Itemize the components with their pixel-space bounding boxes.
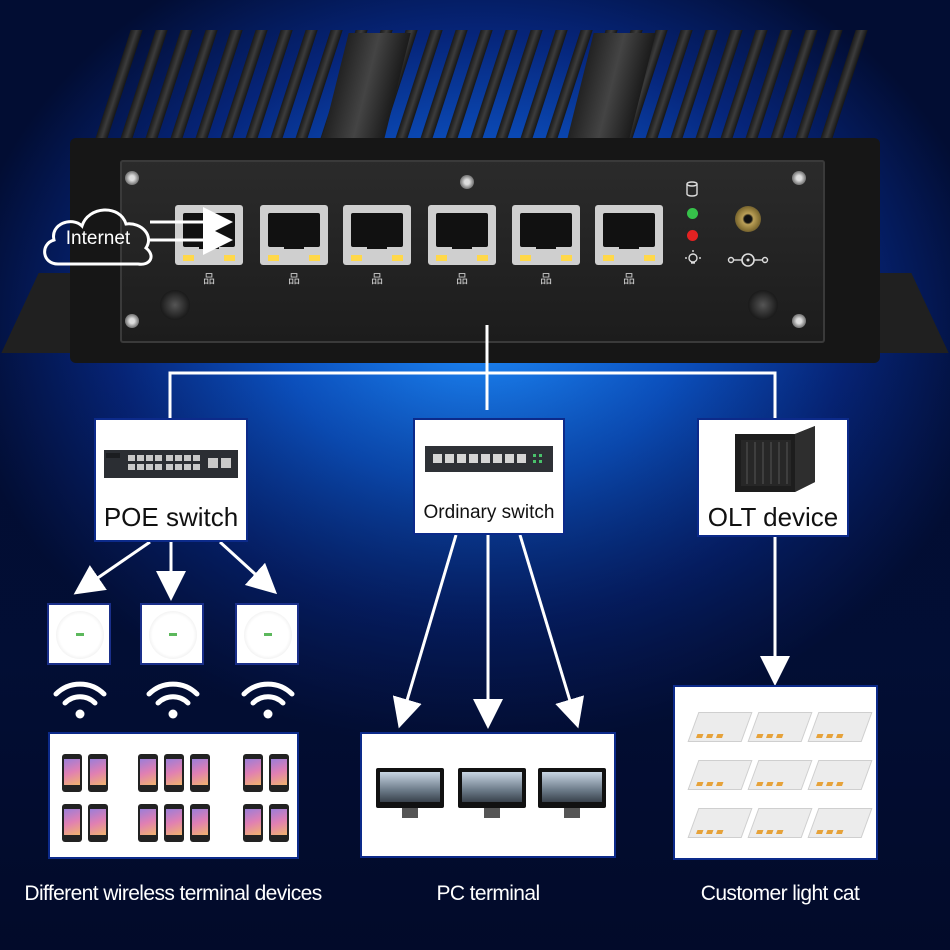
status-led-red (687, 230, 698, 241)
monitor-icon (538, 768, 606, 818)
pc-terminal-box (360, 732, 616, 858)
olt-device-box: OLT device (697, 418, 849, 537)
network-icon: 品 (287, 272, 300, 286)
phone-icon (269, 754, 289, 792)
monitor-icon (376, 768, 444, 818)
rubber-foot (160, 290, 190, 320)
lan-port-2 (260, 205, 328, 265)
light-cat-icon (747, 712, 813, 742)
rubber-foot (748, 290, 778, 320)
screw-icon (125, 171, 139, 185)
lan-port-4 (428, 205, 496, 265)
network-icon: 品 (202, 272, 215, 286)
olt-device-image (735, 426, 815, 492)
phone-icon (88, 804, 108, 842)
phone-icon (62, 804, 82, 842)
light-cat-icon (807, 760, 873, 790)
wifi-icon (53, 681, 107, 719)
wifi-icon (241, 681, 295, 719)
phone-icon (190, 804, 210, 842)
status-led-green (687, 208, 698, 219)
phone-icon (138, 754, 158, 792)
arrow-poe-1 (73, 540, 151, 595)
access-point-1 (47, 603, 111, 665)
storage-icon (686, 181, 698, 197)
arrow-poe-3 (218, 540, 278, 595)
light-cat-icon (687, 808, 753, 838)
network-icon: 品 (455, 272, 468, 286)
light-cat-icon (807, 808, 873, 838)
bus-line (168, 371, 777, 418)
arrow-switch-3 (518, 534, 585, 729)
light-cat-caption: Customer light cat (700, 882, 860, 905)
dc-power-icon (727, 253, 769, 267)
phone-icon (138, 804, 158, 842)
light-cat-icon (687, 712, 753, 742)
wireless-devices-box (48, 732, 299, 859)
phone-icon (243, 754, 263, 792)
phone-icon (243, 804, 263, 842)
light-cat-icon (747, 760, 813, 790)
phone-icon (164, 754, 184, 792)
cloud-icon (43, 208, 153, 266)
network-icon: 品 (622, 272, 635, 286)
pc-caption: PC terminal (436, 882, 540, 905)
lan-port-5 (512, 205, 580, 265)
light-cat-icon (747, 808, 813, 838)
bulb-icon (685, 250, 701, 264)
switch-ports (128, 455, 231, 470)
light-cat-box (673, 685, 878, 860)
poe-switch-image (104, 450, 238, 478)
screw-icon (792, 314, 806, 328)
phone-icon (62, 754, 82, 792)
access-point-3 (235, 603, 299, 665)
phone-icon (190, 754, 210, 792)
ordinary-switch-image (425, 446, 553, 472)
internet-label: Internet (65, 228, 131, 249)
lan-port-6 (595, 205, 663, 265)
arrow-switch-1 (392, 534, 458, 729)
screw-icon (125, 314, 139, 328)
network-icon: 品 (539, 272, 552, 286)
access-point-2 (140, 603, 204, 665)
phone-icon (164, 804, 184, 842)
lan-port-3 (343, 205, 411, 265)
olt-device-label: OLT device (707, 502, 839, 532)
ordinary-switch-label: Ordinary switch (423, 502, 555, 523)
poe-switch-label: POE switch (103, 502, 239, 532)
monitor-icon (458, 768, 526, 818)
poe-switch-box: POE switch (94, 418, 248, 542)
light-cat-icon (807, 712, 873, 742)
ordinary-switch-box: Ordinary switch (413, 418, 565, 535)
power-jack (735, 206, 761, 232)
phone-icon (88, 754, 108, 792)
screw-icon (460, 175, 474, 189)
network-icon: 品 (370, 272, 383, 286)
internet-cloud: Internet (38, 198, 158, 270)
wireless-caption: Different wireless terminal devices (24, 882, 322, 905)
light-cat-icon (687, 760, 753, 790)
screw-icon (792, 171, 806, 185)
phone-icon (269, 804, 289, 842)
wifi-icon (146, 681, 200, 719)
